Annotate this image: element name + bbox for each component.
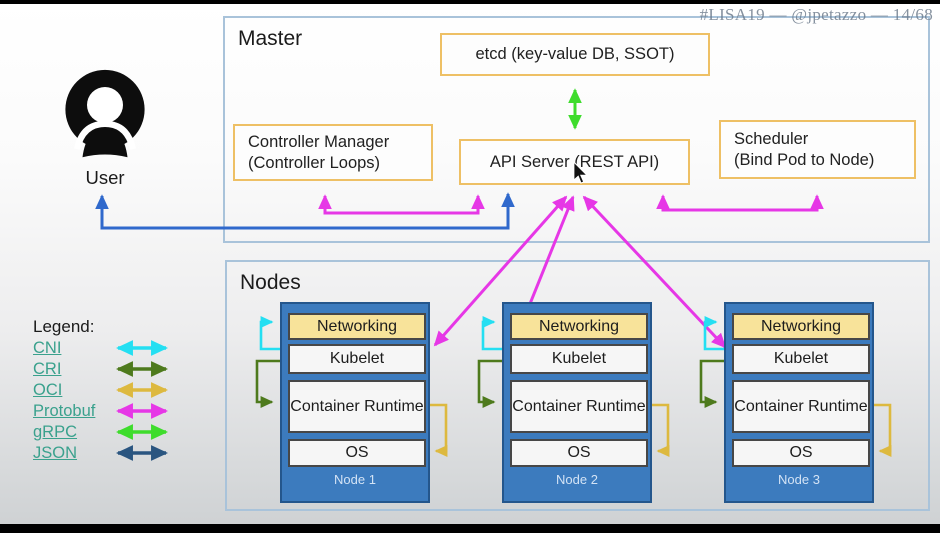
controller-manager-label-line2: (Controller Loops) <box>248 153 381 172</box>
legend-item-json: JSON <box>33 444 78 462</box>
node-3-container-runtime-layer: Container Runtime <box>732 380 870 433</box>
nodes-title: Nodes <box>240 271 301 294</box>
node-2-container-runtime-layer: Container Runtime <box>510 380 648 433</box>
letterbox-top <box>0 0 940 4</box>
nodes-group: Nodes <box>225 260 930 511</box>
node-3-name: Node 3 <box>778 472 820 487</box>
legend-item-oci: OCI <box>33 381 63 399</box>
node-1-container-runtime-layer: Container Runtime <box>288 380 426 433</box>
letterbox-bottom <box>0 524 940 533</box>
master-title: Master <box>238 27 303 50</box>
node-1-kubelet-layer: Kubelet <box>288 344 426 374</box>
node-3-os-layer: OS <box>732 439 870 467</box>
controller-manager-box: Controller Manager (Controller Loops) <box>233 124 433 181</box>
node-2-name: Node 2 <box>556 472 598 487</box>
legend-item-protobuf: Protobuf <box>33 402 96 420</box>
node-2-kubelet-layer: Kubelet <box>510 344 648 374</box>
user-avatar-icon <box>65 69 145 158</box>
node-3-stack: Networking Kubelet Container Runtime OS … <box>724 302 874 503</box>
node-3-kubelet-layer: Kubelet <box>732 344 870 374</box>
scheduler-box: Scheduler (Bind Pod to Node) <box>719 120 916 179</box>
scheduler-label-line2: (Bind Pod to Node) <box>734 150 875 169</box>
etcd-box: etcd (key-value DB, SSOT) <box>440 33 710 76</box>
api-server-label: API Server (REST API) <box>489 152 660 171</box>
etcd-label: etcd (key-value DB, SSOT) <box>475 45 675 63</box>
scheduler-label-line1: Scheduler <box>734 129 809 148</box>
mouse-cursor-icon <box>573 162 589 184</box>
node-3-networking-layer: Networking <box>732 313 870 340</box>
controller-manager-label-line1: Controller Manager <box>248 132 390 151</box>
master-group: Master <box>223 16 930 243</box>
watermark: #LISA19 — @jpetazzo — 14/68 <box>699 5 933 24</box>
node-1-stack: Networking Kubelet Container Runtime OS … <box>280 302 430 503</box>
user-figure: User <box>58 68 152 189</box>
node-1-networking-layer: Networking <box>288 313 426 340</box>
node-2-networking-layer: Networking <box>510 313 648 340</box>
node-1-name: Node 1 <box>334 472 376 487</box>
node-1-os-layer: OS <box>288 439 426 467</box>
legend-item-grpc: gRPC <box>33 423 78 441</box>
legend-title: Legend: <box>33 317 95 336</box>
user-label: User <box>85 167 125 188</box>
node-2-os-layer: OS <box>510 439 648 467</box>
legend-item-cni: CNI <box>33 339 62 357</box>
legend-item-cri: CRI <box>33 360 62 378</box>
node-2-stack: Networking Kubelet Container Runtime OS … <box>502 302 652 503</box>
